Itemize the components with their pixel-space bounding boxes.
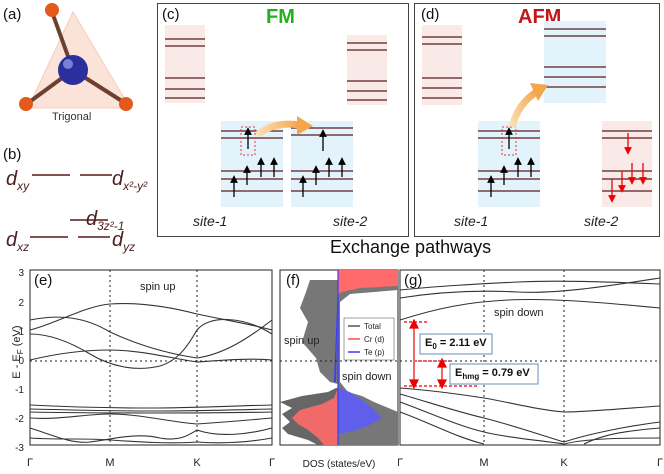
- ytick-3: 3: [18, 268, 24, 279]
- legend-total: Total: [364, 322, 381, 331]
- orbital-dxz: dxz: [6, 229, 30, 254]
- fm-title: FM: [266, 6, 295, 28]
- panel-label-g: (g): [404, 272, 423, 289]
- orbital-dyz: dyz: [112, 229, 136, 254]
- panel-label-b: (b): [3, 146, 22, 163]
- spin-up-label: spin up: [140, 281, 175, 293]
- ytick-m1: -1: [15, 385, 24, 396]
- gap-e0-label: E0 = 2.11 eV: [425, 337, 487, 352]
- band-plot-spin-up: 3 2 1 0 -1 -2 -3 Γ M K Γ spin up: [15, 268, 275, 469]
- fm-diagram: [165, 25, 387, 207]
- ytick-2: 2: [18, 298, 24, 309]
- dos-spin-down: spin down: [342, 371, 392, 383]
- trigonal-structure: [19, 3, 133, 111]
- kpoint-m: M: [105, 457, 114, 469]
- orbital-levels: [30, 174, 112, 238]
- ytick-m3: -3: [15, 443, 24, 454]
- panel-label-f: (f): [286, 272, 301, 289]
- gap-ehmg-label: Ehmg = 0.79 eV: [455, 367, 530, 382]
- panel-label-e: (e): [34, 272, 53, 289]
- fm-site2-label: site-2: [333, 213, 368, 229]
- kpoint-gamma-1: Γ: [27, 457, 33, 469]
- ytick-1: 1: [18, 327, 24, 338]
- legend-te: Te (p): [364, 348, 385, 357]
- afm-diagram: [422, 21, 652, 207]
- spin-down-label: spin down: [494, 307, 544, 319]
- afm-site1-label: site-1: [454, 213, 489, 229]
- fm-site1-label: site-1: [193, 213, 228, 229]
- legend-cr: Cr (d): [364, 335, 385, 344]
- afm-site2-label: site-2: [584, 213, 619, 229]
- kpoint-k-2: K: [560, 457, 568, 469]
- panel-label-c: (c): [162, 6, 180, 23]
- ytick-0: 0: [18, 356, 24, 367]
- kpoint-k: K: [193, 457, 201, 469]
- orbital-d3z2: d3z²-1: [86, 208, 125, 233]
- dos-xlabel: DOS (states/eV): [303, 459, 376, 470]
- exchange-caption: Exchange pathways: [330, 237, 492, 257]
- kpoint-gamma-3: Γ: [398, 457, 403, 469]
- band-plot-spin-down: Γ M K Γ spin down: [398, 269, 663, 469]
- trigonal-label: Trigonal: [52, 111, 92, 123]
- dos-spin-up: spin up: [284, 335, 319, 347]
- kpoint-gamma-2: Γ: [269, 457, 275, 469]
- kpoint-m-2: M: [479, 457, 488, 469]
- panel-label-a: (a): [3, 6, 22, 23]
- orbital-dxy: dxy: [6, 168, 30, 193]
- dos-plot: Total Cr (d) Te (p) spin up spin down DO…: [279, 269, 399, 470]
- ytick-m2: -2: [15, 414, 24, 425]
- orbital-dx2y2: dx²-y²: [112, 168, 148, 193]
- kpoint-gamma-4: Γ: [657, 457, 663, 469]
- panel-label-d: (d): [421, 6, 440, 23]
